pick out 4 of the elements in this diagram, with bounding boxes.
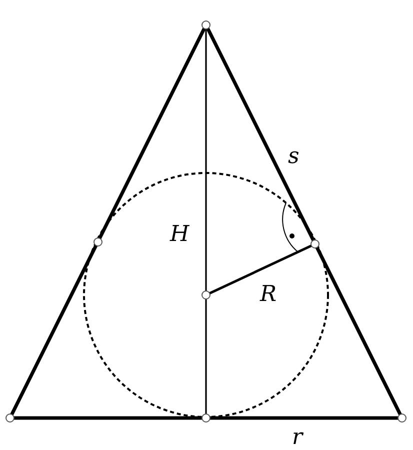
height-label: H <box>170 224 190 246</box>
slant-height-label: s <box>288 146 300 168</box>
radius-label: R <box>260 284 277 306</box>
base-radius-label: r <box>292 427 303 449</box>
